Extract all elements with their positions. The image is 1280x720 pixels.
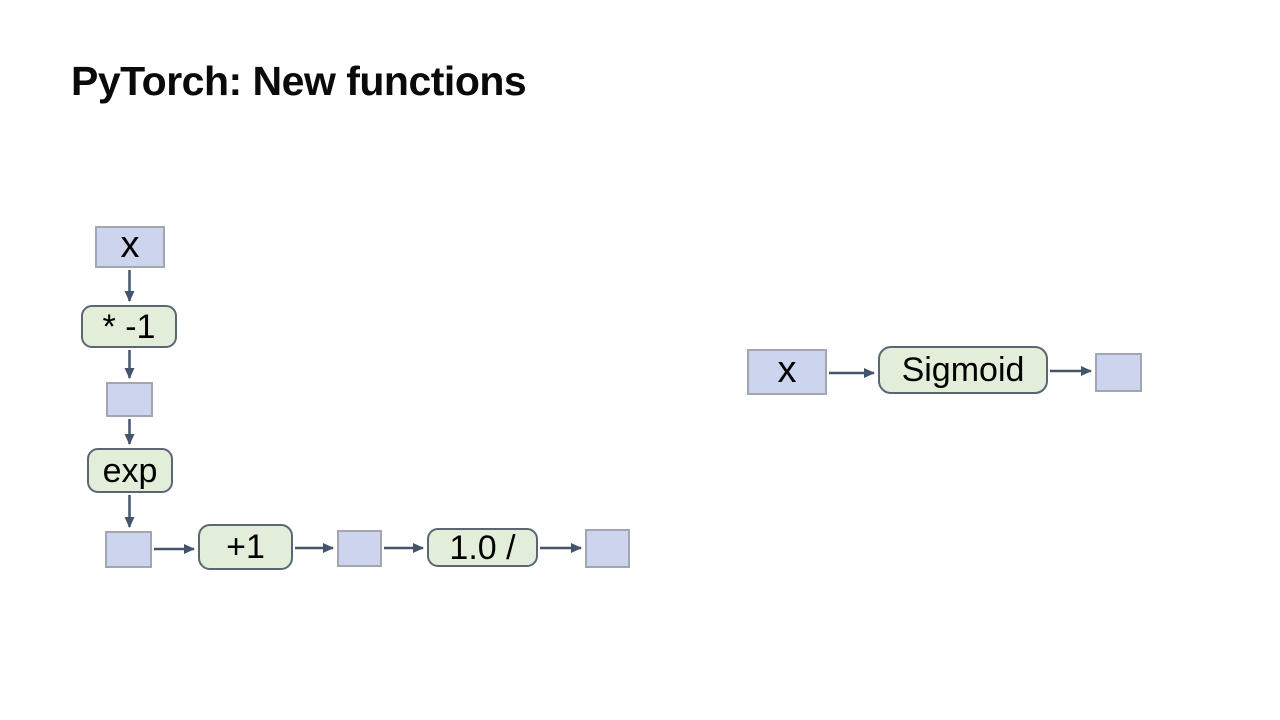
op-mul-neg1-box: * -1 <box>81 305 177 348</box>
right-input-tensor-box: x <box>747 349 827 395</box>
op-label: 1.0 / <box>449 528 516 567</box>
op-add1-box: +1 <box>198 524 293 570</box>
op-exp-box: exp <box>87 448 173 493</box>
left-input-tensor-box: x <box>95 226 165 268</box>
left-output-tensor-box <box>585 529 630 568</box>
op-label: exp <box>102 451 158 490</box>
op-label: +1 <box>226 528 265 566</box>
tensor-after-exp-box <box>105 531 152 568</box>
tensor-label: x <box>120 224 140 266</box>
op-reciprocal-box: 1.0 / <box>427 528 538 567</box>
tensor-after-add-box <box>337 530 382 567</box>
slide-title: PyTorch: New functions <box>71 58 527 104</box>
op-sigmoid-box: Sigmoid <box>878 346 1048 394</box>
tensor-label: x <box>777 349 797 391</box>
op-label: * -1 <box>102 307 156 346</box>
op-label: Sigmoid <box>901 351 1025 389</box>
tensor-after-mul-box <box>106 382 153 417</box>
right-output-tensor-box <box>1095 353 1142 392</box>
